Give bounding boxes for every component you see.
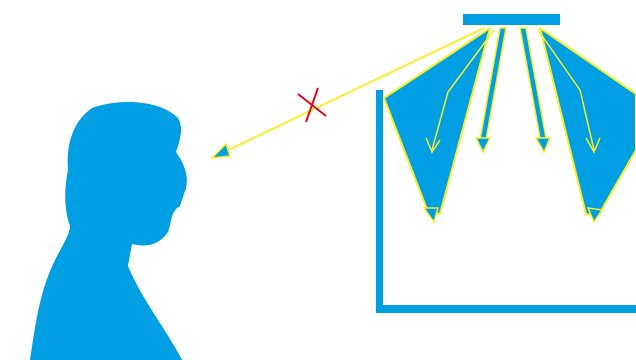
- light-beam-center-right-arrowhead: [536, 138, 550, 152]
- light-beam-center-left-arrowhead: [476, 138, 490, 152]
- shelf-bracket-base: [376, 305, 636, 313]
- ceiling-light-fixture: [463, 14, 560, 25]
- glare-ray-arrowhead: [212, 144, 230, 158]
- light-cone-left-arrowhead: [424, 208, 438, 222]
- person-silhouette: [30, 102, 187, 360]
- light-beam-center-right: [520, 28, 546, 138]
- shelf-bracket-post: [376, 90, 383, 312]
